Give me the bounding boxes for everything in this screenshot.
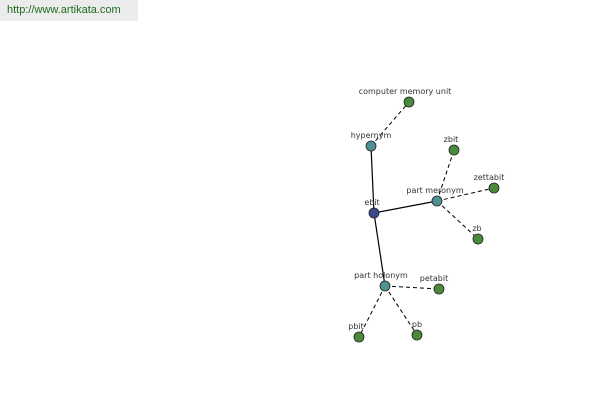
node-zbit[interactable]: zbit [444, 135, 460, 156]
node-computer-memory-unit[interactable]: computer memory unit [359, 87, 452, 108]
node-petabit[interactable]: petabit [420, 274, 448, 295]
node-marker-computer-memory-unit[interactable] [403, 96, 415, 108]
node-label-ebit: ebit [364, 198, 379, 207]
node-marker-part-holonym[interactable] [379, 280, 391, 292]
node-marker-pbit[interactable] [353, 331, 365, 343]
node-marker-hypernym[interactable] [365, 140, 377, 152]
graph-edges [358, 101, 495, 338]
edge-part-holonym-to-petabit [384, 285, 440, 290]
edge-part-meronym-to-zettabit [436, 187, 495, 202]
node-label-part-meronym: part meronym [406, 186, 463, 195]
node-label-zettabit: zettabit [474, 173, 505, 182]
node-marker-zettabit[interactable] [488, 182, 500, 194]
edge-hypernym-to-computer-memory-unit [370, 101, 410, 147]
node-label-pbit: pbit [348, 322, 364, 331]
node-ebit[interactable]: ebit [364, 198, 380, 219]
node-marker-pb[interactable] [411, 329, 423, 341]
url-banner[interactable]: http://www.artikata.com [0, 0, 138, 21]
edge-ebit-to-part-holonym [373, 212, 386, 287]
edge-ebit-to-part-meronym [373, 200, 438, 214]
node-label-zbit: zbit [444, 135, 459, 144]
edge-part-meronym-to-zbit [436, 149, 455, 202]
edge-part-holonym-to-pbit [358, 285, 386, 338]
node-label-petabit: petabit [420, 274, 448, 283]
node-pbit[interactable]: pbit [348, 322, 365, 343]
node-part-holonym[interactable]: part holonym [354, 271, 408, 292]
node-hypernym[interactable]: hypernym [351, 131, 392, 152]
node-label-hypernym: hypernym [351, 131, 392, 140]
node-marker-part-meronym[interactable] [431, 195, 443, 207]
node-label-computer-memory-unit: computer memory unit [359, 87, 452, 96]
node-pb[interactable]: pb [411, 320, 423, 341]
node-label-part-holonym: part holonym [354, 271, 408, 280]
node-marker-ebit[interactable] [368, 207, 380, 219]
node-marker-zb[interactable] [472, 233, 484, 245]
node-zb[interactable]: zb [472, 224, 484, 245]
edge-ebit-to-hypernym [370, 145, 375, 214]
node-part-meronym[interactable]: part meronym [406, 186, 464, 207]
node-zettabit[interactable]: zettabit [474, 173, 505, 194]
edge-part-meronym-to-zb [436, 200, 479, 240]
node-marker-zbit[interactable] [448, 144, 460, 156]
edge-part-holonym-to-pb [384, 285, 418, 336]
node-label-zb: zb [472, 224, 481, 233]
node-label-pb: pb [412, 320, 422, 329]
node-marker-petabit[interactable] [433, 283, 445, 295]
graph-nodes: ebit hypernym part meronym part holonym comp… [348, 87, 505, 343]
